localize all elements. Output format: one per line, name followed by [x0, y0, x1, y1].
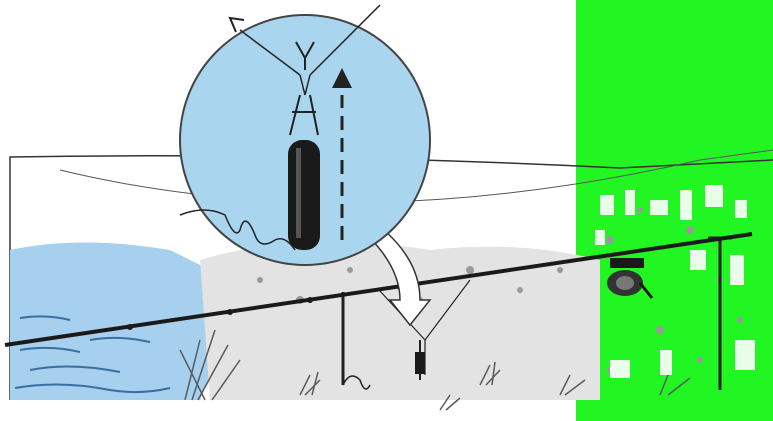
line-direction-arrow: [230, 18, 244, 32]
bite-indicator-inset: [288, 140, 320, 250]
water: [10, 243, 230, 401]
